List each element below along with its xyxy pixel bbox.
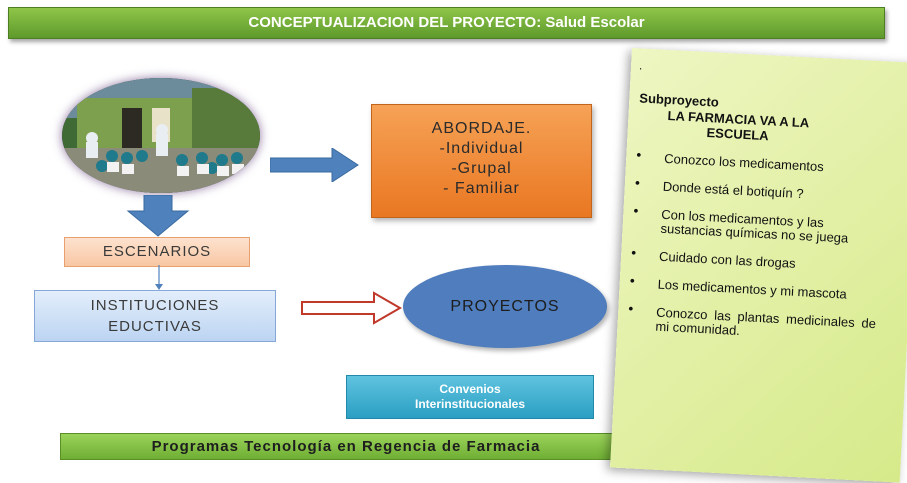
list-item: Con los medicamentos y las sustancias qu… xyxy=(630,206,881,247)
school-children-image xyxy=(62,78,260,193)
list-item: Conozco las plantas medicinales de mi co… xyxy=(625,304,876,345)
instituciones-box: INSTITUCIONES EDUCTIVAS xyxy=(34,290,276,342)
abordaje-item-individual: -Individual xyxy=(439,140,524,157)
list-item: Conozco los medicamentos xyxy=(634,150,884,177)
panel-dot: . xyxy=(638,58,643,73)
school-photo xyxy=(62,78,260,193)
convenios-line-1: Convenios xyxy=(439,382,501,396)
connector-arrow-icon xyxy=(155,265,163,290)
hollow-arrow-icon xyxy=(301,291,403,325)
escenarios-box: ESCENARIOS xyxy=(64,237,250,267)
convenios-box: Convenios Interinstitucionales xyxy=(346,375,594,419)
arrow-right-icon xyxy=(270,148,359,182)
instituciones-line-2: EDUCTIVAS xyxy=(108,318,202,335)
subproyecto-title: LA FARMACIA VA A LA ESCUELA xyxy=(627,106,848,147)
list-item: Los medicamentos y mi mascota xyxy=(627,276,877,303)
abordaje-item-familiar: - Familiar xyxy=(443,180,520,197)
abordaje-item-grupal: -Grupal xyxy=(451,160,512,177)
subproyecto-panel: . Subproyecto LA FARMACIA VA A LA ESCUEL… xyxy=(610,48,907,483)
page-title: CONCEPTUALIZACION DEL PROYECTO: Salud Es… xyxy=(8,7,885,39)
subproyecto-list: Conozco los medicamentos Donde está el b… xyxy=(624,150,884,359)
instituciones-line-1: INSTITUCIONES xyxy=(90,297,220,314)
list-item: Donde está el botiquín ? xyxy=(632,178,882,205)
abordaje-box: ABORDAJE. -Individual -Grupal - Familiar xyxy=(371,104,592,218)
abordaje-heading: ABORDAJE. xyxy=(431,120,532,137)
footer-bar: Programas Tecnología en Regencia de Farm… xyxy=(60,433,632,460)
proyectos-ellipse: PROYECTOS xyxy=(403,265,607,348)
arrow-down-icon xyxy=(126,195,190,237)
convenios-line-2: Interinstitucionales xyxy=(414,397,526,411)
list-item: Cuidado con las drogas xyxy=(629,248,879,275)
